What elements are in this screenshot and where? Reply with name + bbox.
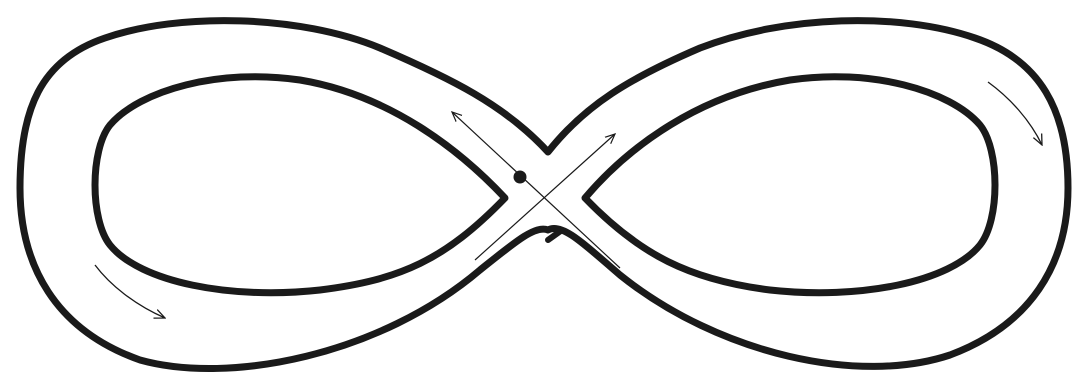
outer-band-boundary [20,21,1068,369]
crossing-point-dot [514,171,527,184]
inner-right-loop [585,77,995,293]
inner-left-loop [95,77,505,293]
right-outer-flow-arrow [988,82,1042,145]
